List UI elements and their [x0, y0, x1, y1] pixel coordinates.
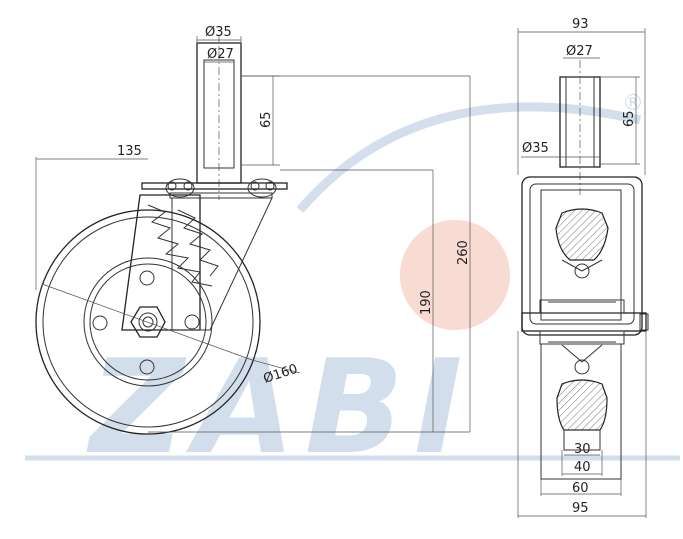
axle-nut [130, 306, 166, 338]
front-stem-outer-dia: Ø35 [522, 141, 549, 156]
front-fork [521, 176, 643, 336]
side-stem-height: 65 [259, 111, 274, 128]
front-tread-width: 30 [574, 442, 591, 457]
side-view: Ø35 Ø27 65 [35, 25, 471, 435]
side-stem-outer-dia: Ø35 [205, 25, 232, 40]
side-axle-height: 190 [419, 290, 434, 315]
swivel-plate [141, 182, 288, 190]
watermark-logo: ZABI ® [25, 91, 680, 483]
side-offset-width: 135 [117, 144, 142, 159]
side-overall-height: 260 [456, 240, 471, 265]
front-stem-inner-dia: Ø27 [566, 44, 593, 59]
watermark-text: ZABI [86, 331, 472, 483]
watermark-dot [400, 220, 510, 330]
front-wheel-width: 60 [572, 481, 589, 496]
front-tread-lower [556, 379, 608, 431]
front-view: 93 Ø27 Ø35 65 [517, 17, 649, 518]
front-tread-upper [555, 208, 609, 261]
front-overall-width-bottom: 95 [572, 501, 589, 516]
front-overall-width-top: 93 [572, 17, 589, 32]
front-hub-width: 40 [574, 460, 591, 475]
front-stem-height: 65 [622, 110, 637, 127]
watermark-registered-mark: ® [622, 91, 644, 116]
side-stem-inner-dia: Ø27 [207, 47, 234, 62]
side-wheel [35, 209, 261, 435]
